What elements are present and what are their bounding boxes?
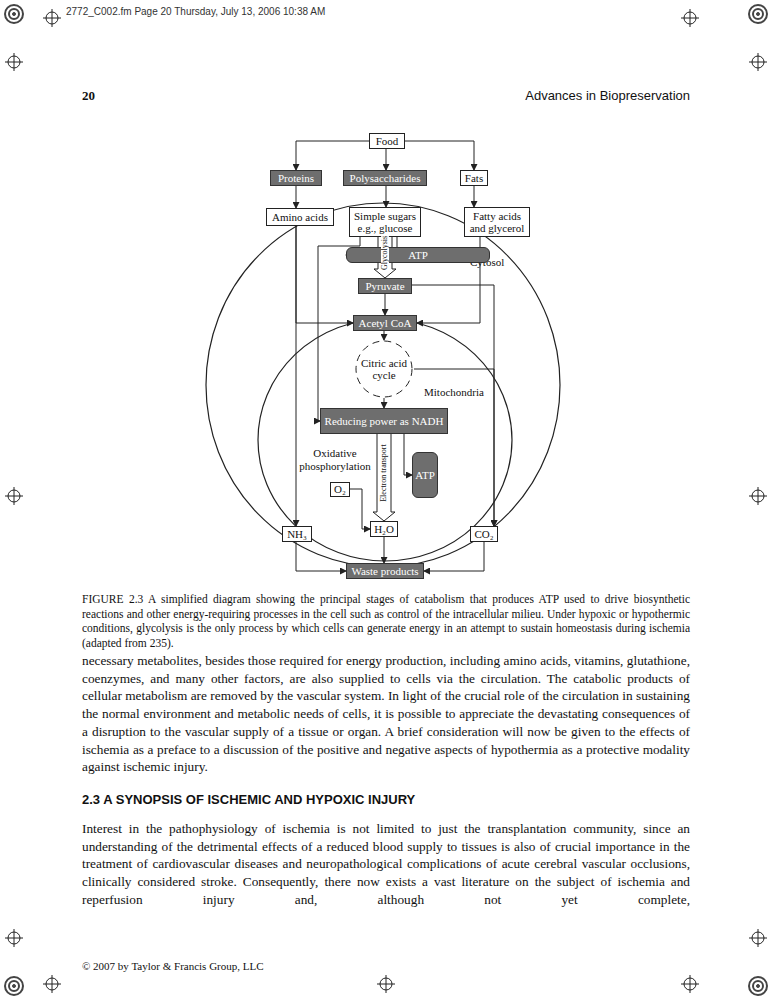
process-box: O₂	[330, 482, 350, 497]
connector-line	[384, 537, 385, 563]
process-box: Food	[369, 133, 405, 149]
shaded-box: Polysaccharides	[343, 170, 427, 186]
process-box: Amino acids	[266, 208, 334, 226]
node-text: NH₃	[287, 528, 307, 540]
connector-line	[386, 149, 387, 170]
ellipse-line	[258, 319, 512, 561]
figure-caption: FIGURE 2.3 A simplified diagram showing …	[82, 592, 690, 650]
connector-line	[296, 186, 297, 208]
node-text: Acetyl CoA	[359, 317, 412, 329]
connector-line	[296, 542, 346, 571]
node-text: ATP	[408, 249, 428, 261]
connector-line	[424, 542, 484, 571]
connector-line	[385, 294, 386, 315]
body-paragraph: necessary metabolites, besides those req…	[82, 652, 690, 776]
process-box: Fats	[460, 170, 488, 186]
process-box: Fatty acids and glycerol	[464, 207, 530, 237]
process-box: NH₃	[282, 526, 312, 542]
target-group	[5, 5, 767, 995]
node-text: Waste products	[351, 565, 418, 577]
node-text: Food	[376, 135, 399, 147]
connector-line	[405, 141, 474, 170]
edge-label: Glycolysis	[381, 236, 389, 270]
connector-line	[296, 141, 369, 170]
node-text: Fatty acids and glycerol	[468, 210, 526, 234]
node-text: H₂O	[374, 523, 394, 535]
connector-line	[404, 434, 412, 475]
process-box: Simple sugars e.g., glucose	[349, 207, 421, 237]
atp-pill: ATP	[412, 452, 438, 498]
shaded-box: Acetyl CoA	[353, 315, 417, 331]
section-heading: 2.3 A SYNOPSIS OF ISCHEMIC AND HYPOXIC I…	[82, 792, 415, 807]
node-text: ATP	[415, 469, 435, 481]
connector-line	[296, 226, 353, 323]
node-text: Reducing power as NADH	[325, 415, 444, 427]
page-number: 20	[82, 88, 95, 104]
node-text: Citric acid cycle	[354, 357, 414, 381]
process-box: CO₂	[470, 526, 498, 542]
connector-line	[350, 489, 370, 529]
node-text: Polysaccharides	[350, 172, 421, 184]
compartment-label: Mitochondria	[424, 386, 484, 398]
shaded-box: Pyruvate	[358, 278, 412, 294]
node-text: Simple sugars e.g., glucose	[353, 210, 417, 234]
connector-line	[414, 369, 494, 526]
shaded-box: Proteins	[270, 170, 322, 186]
process-box: H₂O	[370, 521, 398, 537]
diagram-label: Oxidative phosphorylation	[296, 447, 374, 472]
connector-line	[474, 186, 475, 207]
wide-arrow	[373, 434, 395, 521]
connector-line	[412, 285, 494, 526]
edge-label: Electron transport	[380, 444, 388, 502]
cycle-circle: Citric acid cycle	[354, 340, 414, 398]
print-header: 2772_C002.fm Page 20 Thursday, July 13, …	[66, 6, 325, 17]
connector-line	[386, 186, 387, 207]
shaded-box: Waste products	[346, 563, 424, 579]
page-footer: © 2007 by Taylor & Francis Group, LLC	[82, 960, 264, 972]
ellipse-line	[206, 203, 560, 567]
node-text: O₂	[334, 483, 346, 495]
crosshair-group	[5, 9, 767, 993]
node-text: Fats	[465, 172, 483, 184]
running-head: Advances in Biopreservation	[440, 88, 690, 103]
connector-line	[384, 398, 385, 408]
node-text: Amino acids	[272, 211, 328, 223]
connector-line	[296, 226, 297, 526]
atp-pill: ATP	[346, 247, 490, 263]
body-paragraph: Interest in the pathophysiology of ische…	[82, 820, 690, 909]
node-text: Pyruvate	[365, 280, 404, 292]
node-text: Proteins	[278, 172, 314, 184]
shaded-box: Reducing power as NADH	[320, 408, 448, 434]
connector-line	[384, 331, 385, 340]
node-text: CO₂	[474, 528, 493, 540]
